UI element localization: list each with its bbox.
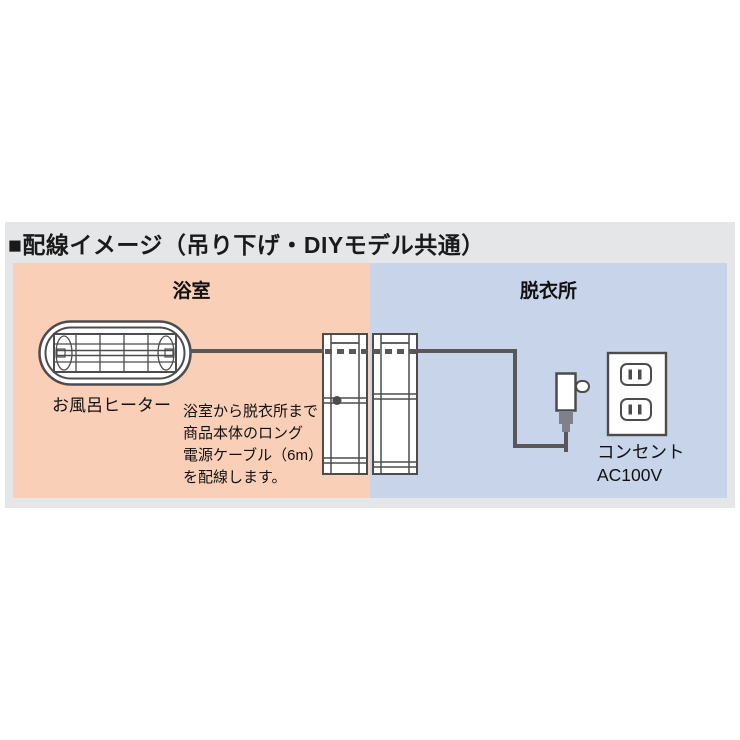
power-cable-vertical-segment: [513, 349, 517, 448]
outlet-socket: [620, 398, 652, 421]
wiring-note-line: 電源ケーブル（6m）: [183, 447, 323, 464]
outlet-caption: コンセント AC100V: [597, 441, 685, 487]
power-cable-bathroom-segment: [190, 349, 324, 353]
diagram-title: ■配線イメージ（吊り下げ・DIYモデル共通）: [8, 232, 485, 258]
power-cable-dressing-segment: [416, 349, 517, 353]
heater-label: お風呂ヒーター: [52, 396, 171, 415]
outlet-caption-name: コンセント: [597, 442, 685, 462]
outlet-illustration: [606, 351, 668, 437]
outlet-caption-voltage: AC100V: [597, 465, 663, 485]
outlet-socket: [620, 363, 652, 386]
wiring-note-line: を配線します。: [183, 469, 287, 486]
wiring-note: 浴室から脱衣所まで 商品本体のロング 電源ケーブル（6m） を配線します。: [183, 401, 339, 489]
power-cable-bottom-segment: [513, 444, 568, 448]
bath-heater-illustration: [38, 320, 192, 386]
wiring-note-line: 浴室から脱衣所まで: [183, 403, 319, 420]
dressing-room-label: 脱衣所: [519, 281, 577, 302]
plug-prong: [575, 380, 590, 393]
bathroom-label: 浴室: [172, 281, 211, 302]
power-plug-illustration: [553, 370, 593, 452]
dressing-room-region: [370, 263, 727, 498]
door-knob: [332, 396, 342, 405]
door-illustration: [322, 333, 418, 475]
power-cable-through-door-segment: [325, 349, 416, 354]
plug-body: [555, 372, 577, 412]
plug-strain-relief: [559, 411, 573, 424]
wiring-note-line: 商品本体のロング: [183, 425, 304, 442]
plug-cord: [564, 432, 568, 452]
